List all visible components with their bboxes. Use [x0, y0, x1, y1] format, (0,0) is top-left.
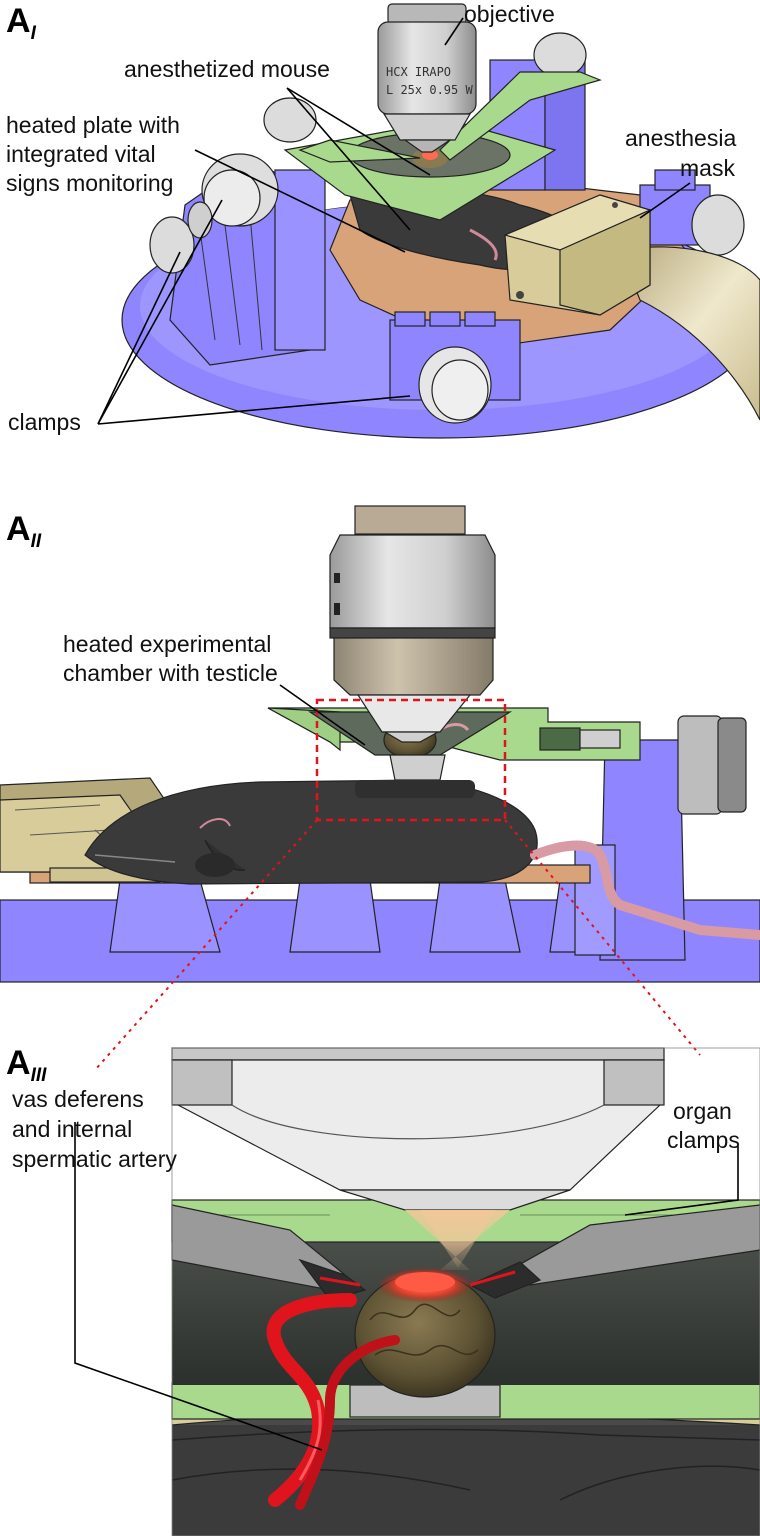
- label-chamber-2: chamber with testicle: [63, 660, 278, 686]
- label-vas-3: spermatic artery: [12, 1146, 177, 1172]
- objective-marking-line1: HCX IRAPO: [386, 65, 451, 79]
- panel-a1: HCX IRAPO L 25x 0.95 W AI objective anes…: [6, 1, 760, 439]
- organ-clamp-left: [171, 1204, 367, 1301]
- objective-marking-line2: L 25x 0.95 W: [386, 83, 473, 97]
- label-objective: objective: [464, 1, 555, 27]
- label-anesthesia-1: anesthesia: [625, 125, 736, 151]
- objective-a2: [329, 505, 496, 743]
- label-heated-plate-3: signs monitoring: [6, 170, 173, 196]
- label-organ-1: organ: [673, 1098, 732, 1124]
- label-chamber-1: heated experimental: [63, 631, 271, 657]
- testicle-a3: [354, 1267, 496, 1398]
- label-clamps: clamps: [8, 409, 81, 435]
- panel-label-a3: AIII: [6, 1044, 47, 1086]
- mouse-a2: [84, 779, 760, 940]
- label-anesthesia-2: mask: [680, 155, 735, 181]
- highlight-box: [315, 698, 507, 822]
- leader-chamber: [279, 684, 366, 746]
- label-anesthetized-mouse: anesthetized mouse: [124, 56, 330, 82]
- leader-vas: [74, 1122, 323, 1451]
- objective-a1: HCX IRAPO L 25x 0.95 W: [377, 3, 477, 153]
- panel-a2: AII heated experimental chamber with tes…: [0, 505, 760, 1071]
- panel-label-a1: AI: [6, 2, 37, 44]
- organ-clamp-right: [468, 1204, 760, 1299]
- vas-deferens-artery: [266, 1293, 400, 1510]
- anesthesia-mask-a1: [503, 194, 760, 421]
- objective-tip-a3: [171, 1047, 665, 1270]
- zoom-line-right: [504, 819, 701, 1056]
- leader-organ-clamps: [624, 1146, 739, 1216]
- panel-label-a2: AII: [6, 510, 42, 552]
- label-heated-plate-1: heated plate with: [6, 112, 180, 138]
- panel-a3: AIII vas deferens and internal spermatic…: [6, 1044, 760, 1536]
- leader-lines-a1: [97, 17, 691, 425]
- clamp-knobs: [149, 32, 745, 424]
- label-vas-1: vas deferens: [12, 1086, 144, 1112]
- label-vas-2: and internal: [12, 1116, 132, 1142]
- label-organ-2: clamps: [667, 1127, 740, 1153]
- label-heated-plate-2: integrated vital: [6, 141, 156, 167]
